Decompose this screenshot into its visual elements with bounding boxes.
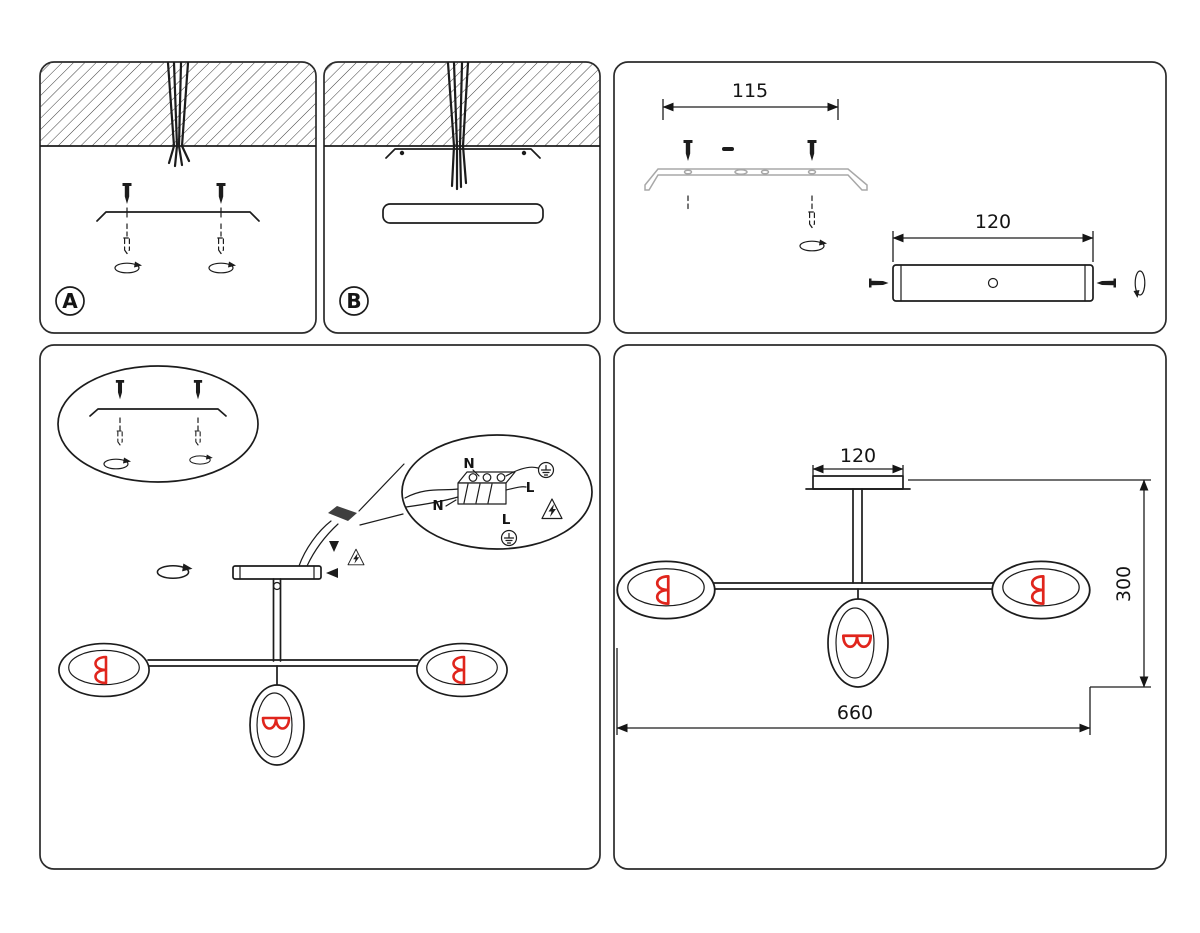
arm-bar xyxy=(713,582,994,590)
screw-head-dot xyxy=(399,150,405,156)
arm-bar xyxy=(147,659,419,667)
fixture-assembly xyxy=(58,578,508,766)
wire xyxy=(505,466,539,477)
wire xyxy=(404,488,459,499)
panel-dimensions: 120 300 660 xyxy=(613,344,1167,870)
step-a-badge xyxy=(55,286,85,316)
screw-head-dot xyxy=(521,150,527,156)
dim-canopy-width: 120 xyxy=(840,445,876,467)
wire xyxy=(306,523,339,567)
alignment-dashes-a xyxy=(126,223,222,237)
dim-bracket-span: 115 xyxy=(732,80,768,102)
fixture-front xyxy=(616,488,1091,688)
panel-step-b: B xyxy=(323,61,601,334)
stem xyxy=(272,578,282,662)
mounting-bar-detail xyxy=(89,408,227,417)
label-line-bottom: L xyxy=(502,512,511,528)
leader-line xyxy=(358,463,405,512)
wiring-detail-bubble: N L N L xyxy=(401,434,593,550)
rod-body xyxy=(892,264,1094,302)
mounting-bracket-gray xyxy=(644,168,868,191)
left-arrow xyxy=(326,568,338,578)
panel-dimensions-frame xyxy=(613,344,1167,870)
down-arrow xyxy=(329,541,339,552)
ceiling-hatch-a xyxy=(40,62,316,147)
panel-step-a: A xyxy=(39,61,317,334)
label-line-top: L xyxy=(526,480,535,496)
terminal-junction xyxy=(328,506,357,521)
panel-hardware: 115 120 xyxy=(613,61,1167,334)
terminal-block xyxy=(457,471,516,505)
wire xyxy=(298,520,332,567)
rod-hole xyxy=(987,277,999,289)
panel-assembly: N L N L xyxy=(39,344,601,870)
wire xyxy=(505,486,527,491)
canopy-front xyxy=(812,475,904,490)
dim-fixture-width: 660 xyxy=(837,702,873,724)
leader-line xyxy=(359,513,404,526)
label-neutral-top: N xyxy=(463,456,474,472)
step-b-label: B xyxy=(346,289,361,313)
stem xyxy=(852,488,863,584)
step-b-badge xyxy=(339,286,369,316)
dim-rod-length: 120 xyxy=(975,211,1011,233)
cable-slot xyxy=(722,147,734,151)
label-pointer xyxy=(445,499,457,507)
mains-cable-b xyxy=(446,61,470,191)
fixing-detail-bubble xyxy=(57,365,259,483)
label-pointer xyxy=(472,469,480,477)
dim-fixture-height: 300 xyxy=(1113,566,1135,602)
label-neutral-left: N xyxy=(432,498,443,514)
step-a-label: A xyxy=(62,289,78,313)
mounted-bar-b xyxy=(385,148,541,159)
mains-cable-a xyxy=(166,61,191,168)
canopy-assembly xyxy=(156,506,365,591)
canopy xyxy=(232,565,322,580)
alignment-dashes-hw xyxy=(687,195,813,211)
mounting-bar-a xyxy=(96,211,260,222)
canopy-b xyxy=(382,203,544,224)
wire xyxy=(405,496,459,508)
